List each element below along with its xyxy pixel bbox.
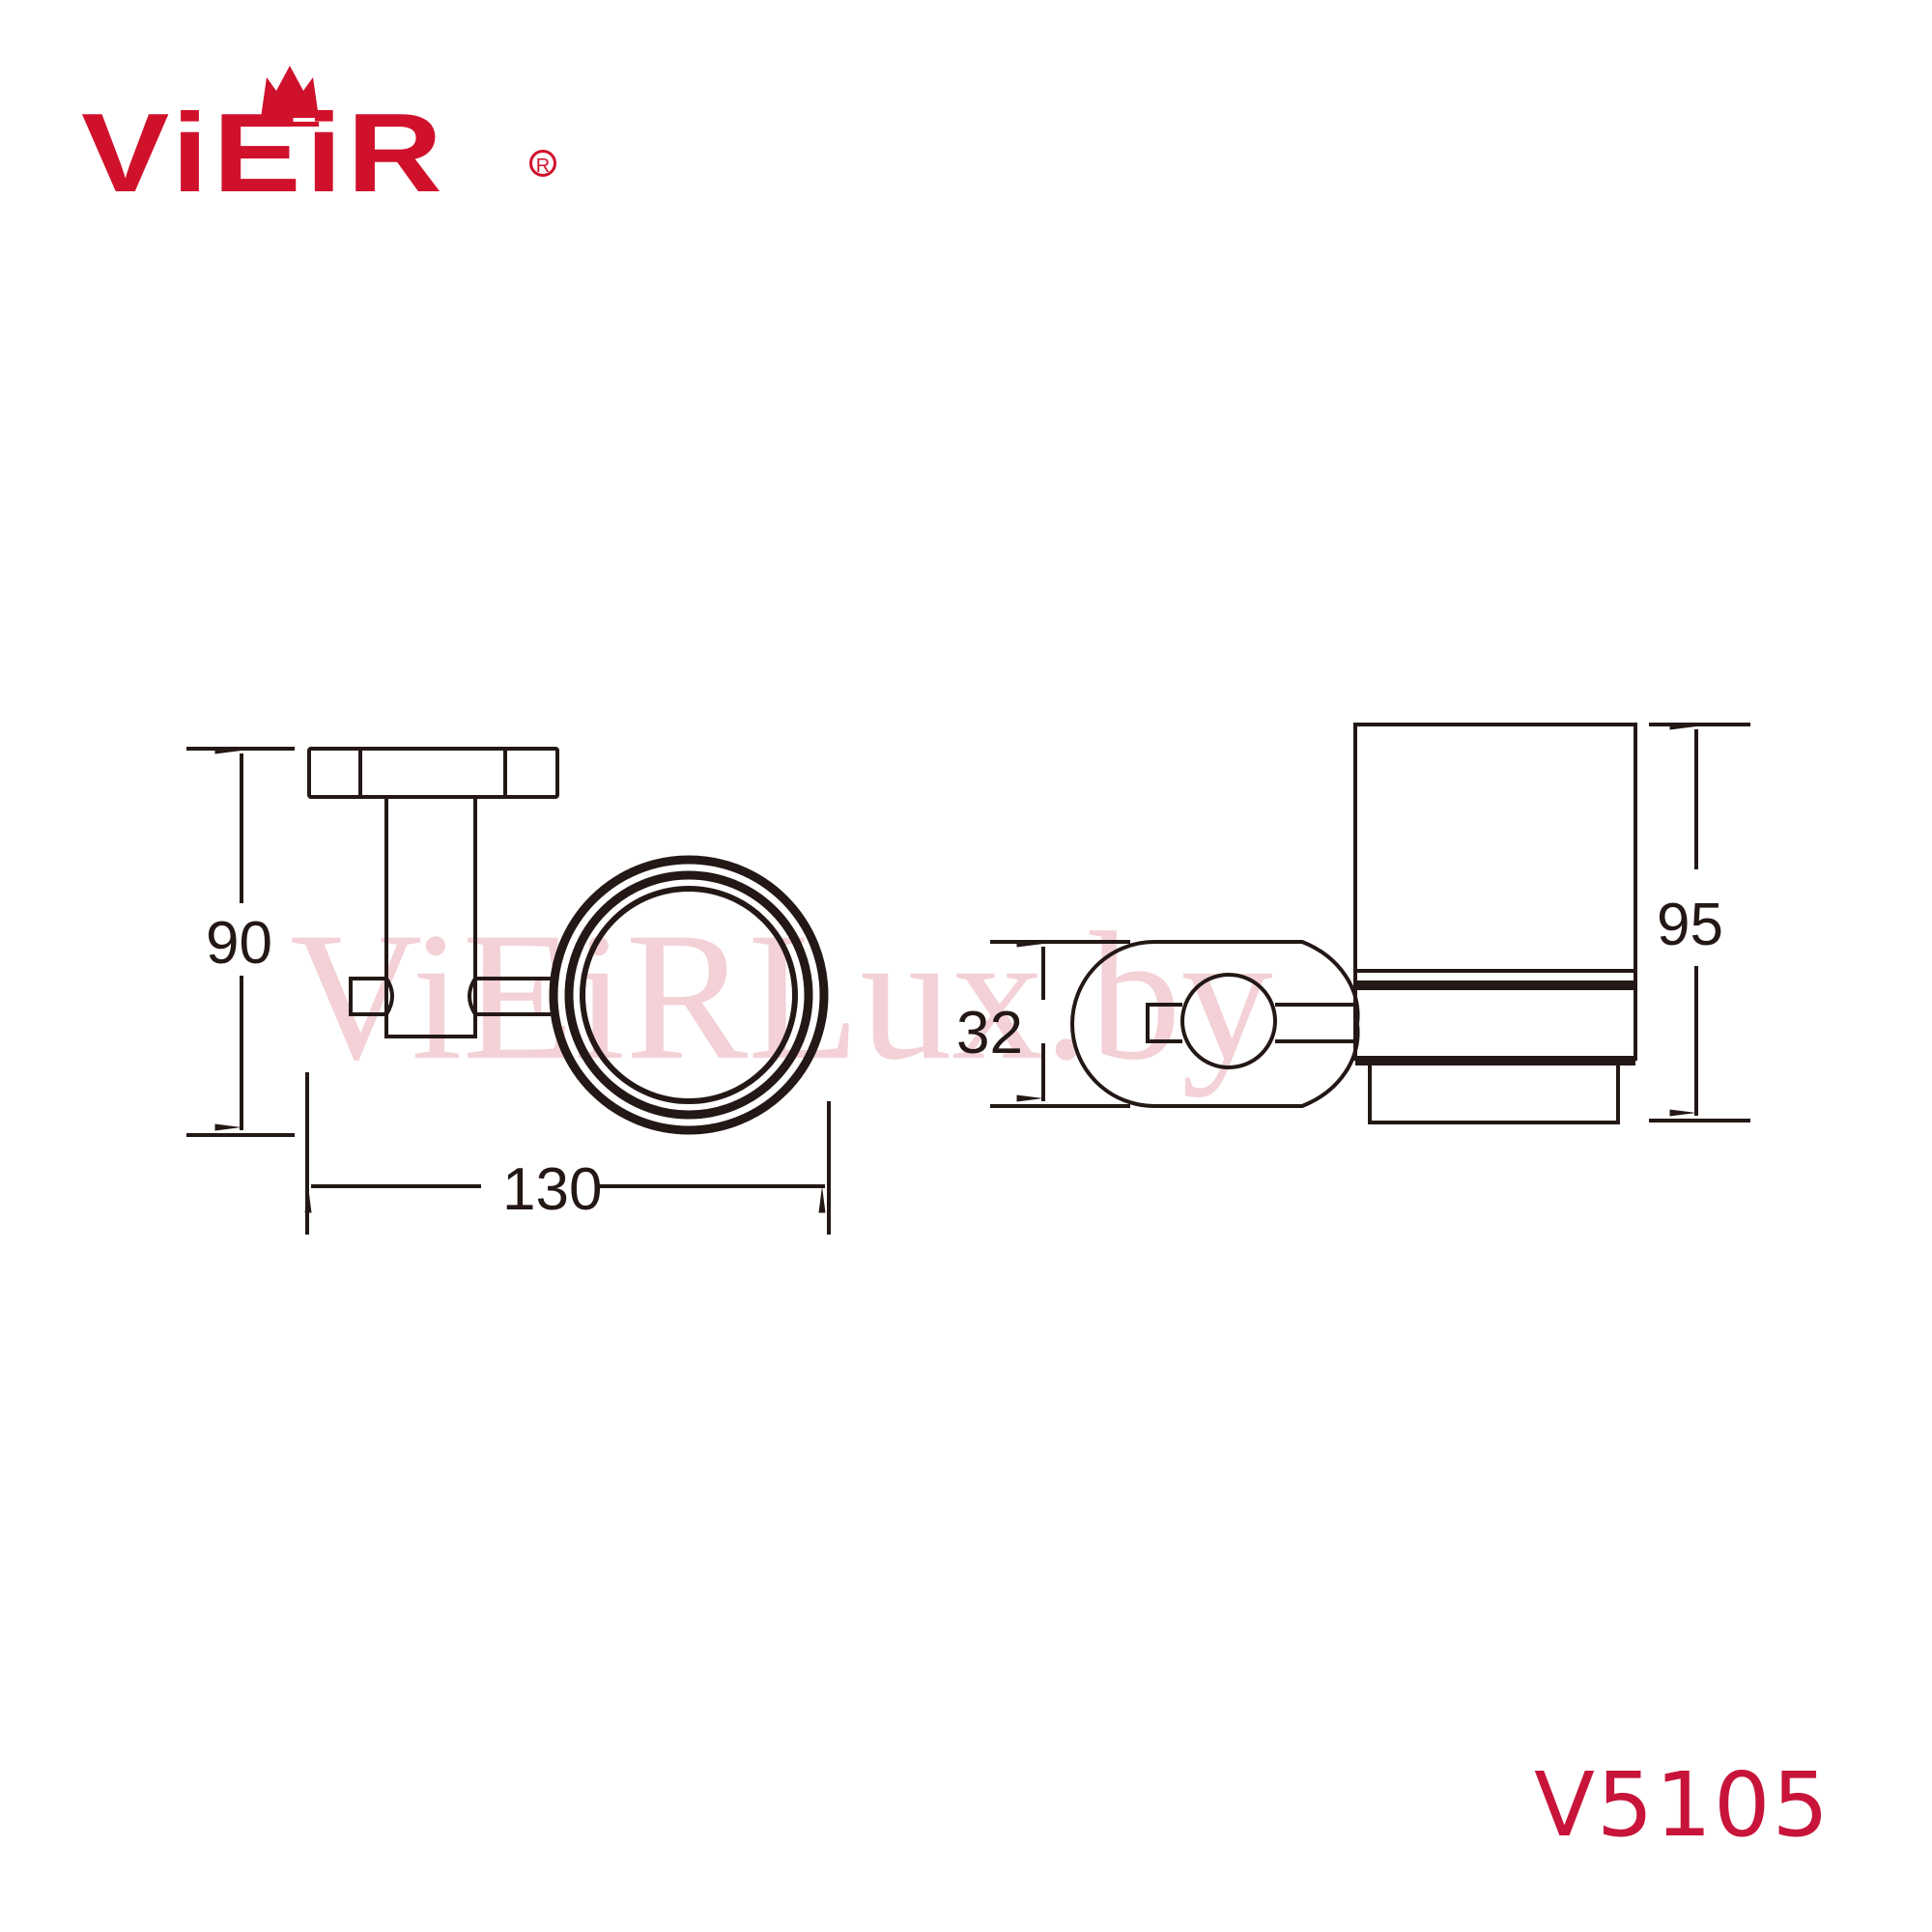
dimension-32 <box>990 940 1130 1108</box>
dimension-95-label: 95 <box>1657 892 1723 958</box>
dimension-130 <box>304 1072 831 1235</box>
front-view <box>1070 723 1637 1124</box>
registered-mark: R <box>529 150 556 177</box>
brand-name: ViEiR <box>81 90 447 215</box>
brand-logo: ViEiR R <box>77 58 556 209</box>
model-code: V5105 <box>1534 1753 1832 1857</box>
ring-view <box>549 855 829 1135</box>
dimension-90 <box>186 747 295 1137</box>
side-view <box>307 747 559 1038</box>
dimension-90-label: 90 <box>206 910 272 977</box>
crown-icon <box>261 66 319 127</box>
dimension-130-label: 130 <box>502 1156 602 1223</box>
dimension-32-label: 32 <box>956 1000 1023 1066</box>
dimension-95 <box>1649 723 1750 1122</box>
